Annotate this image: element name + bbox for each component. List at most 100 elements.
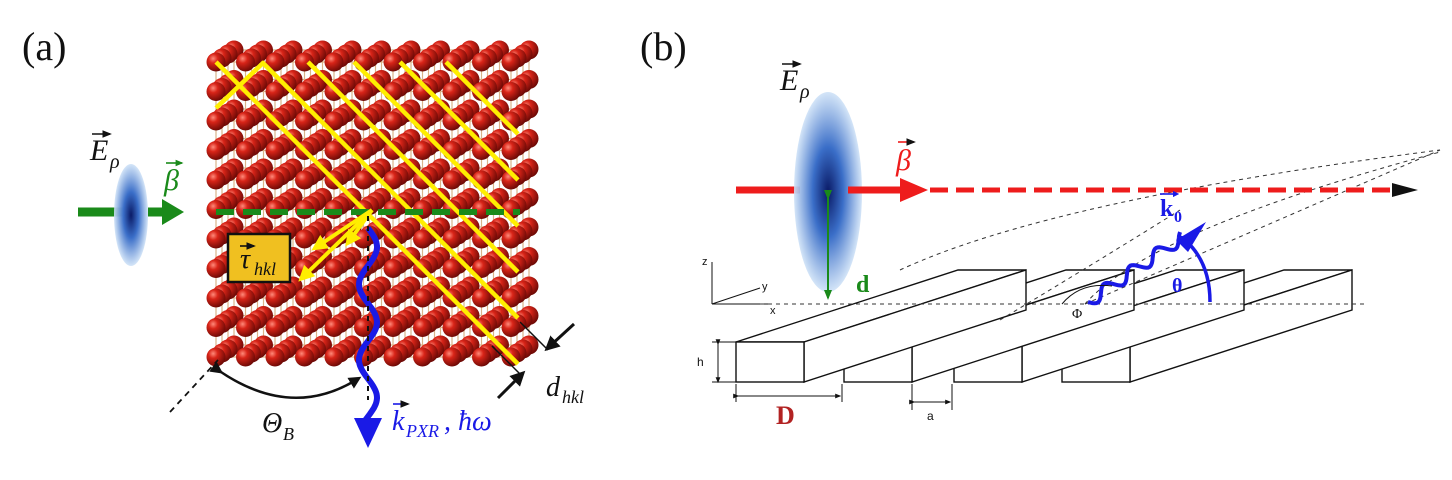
lattice-atom: [324, 141, 344, 160]
field-subscript-b: ρ: [799, 81, 810, 103]
crystal-plane: [306, 60, 520, 274]
lattice-atom: [472, 111, 491, 131]
crystal-plane: [260, 60, 520, 320]
photon-subscript-b: 0: [1174, 209, 1182, 226]
lattice-atom: [265, 170, 285, 190]
axes-b: z x y: [702, 256, 776, 317]
lattice-atom: [472, 82, 491, 101]
impact-distance-label: d: [856, 272, 870, 298]
field-pulse-a: [114, 164, 148, 266]
photon-symbol-a: k: [392, 406, 405, 437]
lattice-atom: [354, 111, 373, 131]
lattice-atom: [472, 347, 491, 367]
field-symbol-b: E: [779, 64, 798, 97]
lattice-atom: [413, 347, 432, 367]
lattice-atom: [236, 52, 255, 72]
lattice-atom: [472, 52, 491, 72]
lattice-atom: [413, 170, 432, 190]
lattice-atom: [324, 347, 344, 367]
beam-a-arrowhead: [162, 199, 184, 225]
photon-label-a: k PXR , ħω: [392, 400, 492, 441]
lattice-atoms: [206, 40, 539, 367]
lattice-atom: [501, 111, 521, 131]
lattice-atom: [501, 82, 521, 101]
crystal-plane: [398, 60, 520, 182]
lattice-atom: [501, 259, 521, 278]
reciprocal-vector-symbol: τ: [240, 244, 251, 275]
lattice-atom: [413, 52, 432, 72]
lattice-atom: [442, 259, 462, 278]
lattice-atom: [413, 318, 432, 337]
lattice-atom: [383, 141, 403, 160]
lattice-atom: [442, 347, 462, 367]
velocity-symbol-a: β: [163, 164, 179, 197]
lattice-atom: [295, 318, 314, 337]
lattice-atom: [501, 52, 521, 72]
lattice-atom: [206, 141, 226, 160]
spacing-arrow-1: [544, 322, 576, 352]
panel-b-label: (b): [640, 24, 687, 69]
lattice-atom: [501, 288, 521, 308]
lattice-atom: [206, 347, 226, 367]
y-axis-label: y: [762, 281, 768, 293]
lattice-atom: [206, 318, 226, 337]
bragg-reference-line: [169, 359, 219, 413]
lattice-atom: [501, 141, 521, 160]
lattice-atom: [206, 82, 226, 101]
photon-energy-a: , ħω: [444, 406, 492, 437]
reciprocal-arrow-3: [345, 208, 374, 247]
lattice-atom: [324, 111, 344, 131]
spacing-tick-1: [519, 321, 549, 351]
lattice-atom: [236, 170, 255, 190]
theta-arc: [1179, 235, 1212, 303]
bragg-angle-arc: [209, 361, 362, 400]
lattice-atom: [413, 288, 432, 308]
lattice-atom: [236, 318, 255, 337]
lattice-atom: [442, 170, 462, 190]
lattice-atom: [413, 229, 432, 249]
lattice-atom: [472, 259, 491, 278]
reciprocal-vector-subscript: hkl: [254, 259, 276, 279]
lattice-atom: [236, 288, 255, 308]
phi-arc: [1061, 284, 1113, 305]
velocity-label-b: β: [895, 138, 916, 177]
lattice-atom: [383, 347, 403, 367]
lattice-atom: [206, 288, 226, 308]
lattice-atom: [324, 259, 344, 278]
lattice-atom: [265, 82, 285, 101]
gap-label: a: [927, 409, 934, 423]
photon-wave-a: [355, 226, 381, 422]
lattice-atom: [206, 170, 226, 190]
cone-line-4: [999, 209, 1181, 321]
lattice-atom: [413, 141, 432, 160]
lattice-atom: [383, 170, 403, 190]
lattice-atom: [472, 288, 491, 308]
lattice-atom: [236, 141, 255, 160]
lattice-atom: [442, 229, 462, 249]
lattice-atom: [295, 347, 314, 367]
lattice-atom: [354, 318, 373, 337]
lattice-atom: [265, 52, 285, 72]
reciprocal-arrow-2: [298, 208, 374, 282]
lattice-atom: [265, 347, 285, 367]
grating-bar-front: [735, 341, 805, 383]
spacing-tick-2: [491, 345, 521, 375]
field-label-b: E ρ: [779, 60, 810, 103]
lattice-atom: [383, 288, 403, 308]
spacing-arrow-2: [496, 370, 526, 400]
z-axis-label: z: [702, 256, 708, 268]
bragg-symbol: Θ: [262, 408, 282, 439]
lattice-atom: [295, 82, 314, 101]
panel-b: (b) z x y E ρ: [640, 24, 1441, 430]
field-subscript-a: ρ: [109, 151, 120, 173]
x-axis-label: x: [770, 305, 776, 317]
lattice-atom: [501, 318, 521, 337]
panel-a-label: (a): [22, 24, 66, 69]
lattice-atom: [442, 52, 462, 72]
lattice-atom: [295, 52, 314, 72]
grating: [735, 269, 1353, 383]
crystal-plane: [352, 60, 520, 228]
cone-line-2: [1084, 151, 1441, 305]
reciprocal-vector-box: [226, 232, 292, 284]
